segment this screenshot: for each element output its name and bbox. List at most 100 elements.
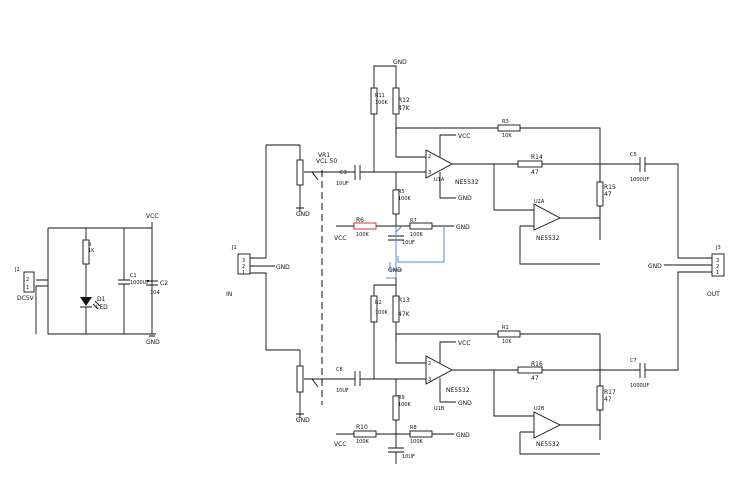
svg-text:1: 1 (716, 270, 719, 276)
dc5v-label: DC5V (17, 295, 35, 302)
in-label: IN (226, 291, 232, 298)
svg-text:R: R (88, 242, 92, 248)
svg-text:GND: GND (388, 267, 402, 274)
dc5v-connector (23, 271, 35, 293)
svg-text:100K: 100K (375, 100, 389, 106)
svg-text:VCC: VCC (334, 441, 346, 448)
svg-text:C2: C2 (160, 280, 168, 287)
svg-text:VCC: VCC (458, 340, 470, 347)
upper-bias-network: R5 100K R6 100K R7 100K VCC GND 10UF GND (334, 172, 470, 279)
svg-text:1: 1 (242, 270, 245, 276)
svg-text:100K: 100K (375, 310, 389, 316)
svg-text:104: 104 (150, 290, 160, 296)
svg-text:D1: D1 (97, 296, 106, 303)
svg-text:3: 3 (716, 258, 719, 264)
svg-text:R10: R10 (356, 424, 368, 431)
svg-text:10K: 10K (502, 339, 512, 345)
svg-text:100K: 100K (410, 439, 424, 445)
svg-text:C1: C1 (130, 273, 137, 279)
lower-channel: R2 100K R13 47K C8 10UF 2 3 U1B NE5532 V… (334, 271, 712, 464)
power-supply-section: VCC J2 2 1 DC5V R 1K D1 LED C1 1000UF C2… (14, 213, 168, 346)
svg-text:100K: 100K (410, 232, 424, 238)
svg-text:VR1: VR1 (318, 152, 330, 159)
svg-text:R6: R6 (356, 217, 364, 224)
j2-label: J2 (14, 267, 20, 273)
svg-text:R14: R14 (531, 154, 543, 161)
svg-text:10UF: 10UF (336, 388, 349, 394)
svg-text:R3: R3 (502, 119, 509, 125)
vcc-label-left: VCC (146, 213, 158, 220)
svg-text:47: 47 (531, 169, 539, 176)
svg-text:C3: C3 (340, 170, 347, 176)
svg-text:R1: R1 (502, 325, 509, 331)
svg-text:47: 47 (604, 191, 612, 198)
svg-text:VCC: VCC (334, 235, 346, 242)
svg-text:10UF: 10UF (402, 454, 415, 460)
svg-text:GND: GND (456, 432, 470, 439)
svg-text:1000UF: 1000UF (130, 280, 149, 286)
svg-text:R11: R11 (375, 93, 385, 99)
svg-text:R8: R8 (410, 425, 417, 431)
svg-text:R17: R17 (604, 389, 616, 396)
svg-text:GND: GND (456, 224, 470, 231)
svg-text:R13: R13 (398, 297, 410, 304)
svg-text:R9: R9 (398, 395, 405, 401)
input-connector: J1 3 2 1 IN GND (226, 144, 300, 351)
svg-text:1K: 1K (88, 248, 95, 254)
svg-text:GND: GND (276, 264, 290, 271)
svg-text:100K: 100K (398, 402, 412, 408)
svg-text:GND: GND (458, 400, 472, 407)
out-label: OUT (707, 291, 720, 298)
svg-text:U2A: U2A (534, 199, 545, 205)
resistor-led (82, 239, 90, 265)
volume-pot-vr1: GND GND VR1 VCL 50 (296, 145, 355, 424)
svg-text:NE5532: NE5532 (446, 387, 470, 394)
svg-text:C8: C8 (336, 367, 343, 373)
svg-text:3: 3 (242, 258, 245, 264)
upper-channel: C3 10UF GND R11 100K R12 47K 2 3 U1A NE5… (336, 59, 712, 265)
svg-text:10UF: 10UF (402, 240, 415, 246)
svg-text:VCL 50: VCL 50 (316, 158, 337, 165)
led-d1 (80, 297, 92, 306)
svg-text:LED: LED (96, 304, 108, 311)
svg-text:47K: 47K (398, 105, 411, 112)
svg-text:R15: R15 (604, 184, 616, 191)
svg-text:1000UF: 1000UF (630, 177, 649, 183)
svg-text:C5: C5 (630, 152, 637, 158)
svg-text:2: 2 (242, 264, 245, 270)
svg-text:R2: R2 (375, 300, 382, 306)
svg-text:J1: J1 (231, 245, 237, 251)
svg-text:3: 3 (428, 170, 431, 176)
svg-text:GND: GND (296, 211, 310, 218)
svg-text:U1B: U1B (434, 406, 445, 412)
svg-text:2: 2 (716, 264, 719, 270)
svg-text:C7: C7 (630, 358, 637, 364)
svg-text:U1A: U1A (434, 177, 445, 183)
svg-text:R16: R16 (531, 361, 543, 368)
svg-text:R12: R12 (398, 97, 410, 104)
gnd-label-left: GND (146, 339, 160, 346)
svg-text:GND: GND (296, 417, 310, 424)
svg-text:2: 2 (26, 277, 29, 283)
svg-text:47: 47 (531, 375, 539, 382)
svg-text:GND: GND (648, 263, 662, 270)
svg-text:GND: GND (393, 59, 407, 66)
svg-text:U2B: U2B (534, 406, 545, 412)
svg-text:NE5532: NE5532 (536, 441, 560, 448)
svg-text:47: 47 (604, 396, 612, 403)
svg-text:10UF: 10UF (336, 181, 349, 187)
svg-text:2: 2 (428, 361, 431, 367)
svg-text:VCC: VCC (458, 133, 470, 140)
output-connector: J3 3 2 1 GND OUT (648, 245, 725, 298)
svg-text:NE5532: NE5532 (455, 179, 479, 186)
svg-text:R5: R5 (398, 189, 405, 195)
svg-text:100K: 100K (356, 439, 370, 445)
svg-text:NE5532: NE5532 (536, 235, 560, 242)
svg-text:2: 2 (428, 154, 431, 160)
svg-text:1000UF: 1000UF (630, 383, 649, 389)
svg-text:100K: 100K (398, 196, 412, 202)
svg-text:3: 3 (428, 377, 431, 383)
svg-text:GND: GND (458, 195, 472, 202)
svg-text:1: 1 (26, 285, 29, 291)
